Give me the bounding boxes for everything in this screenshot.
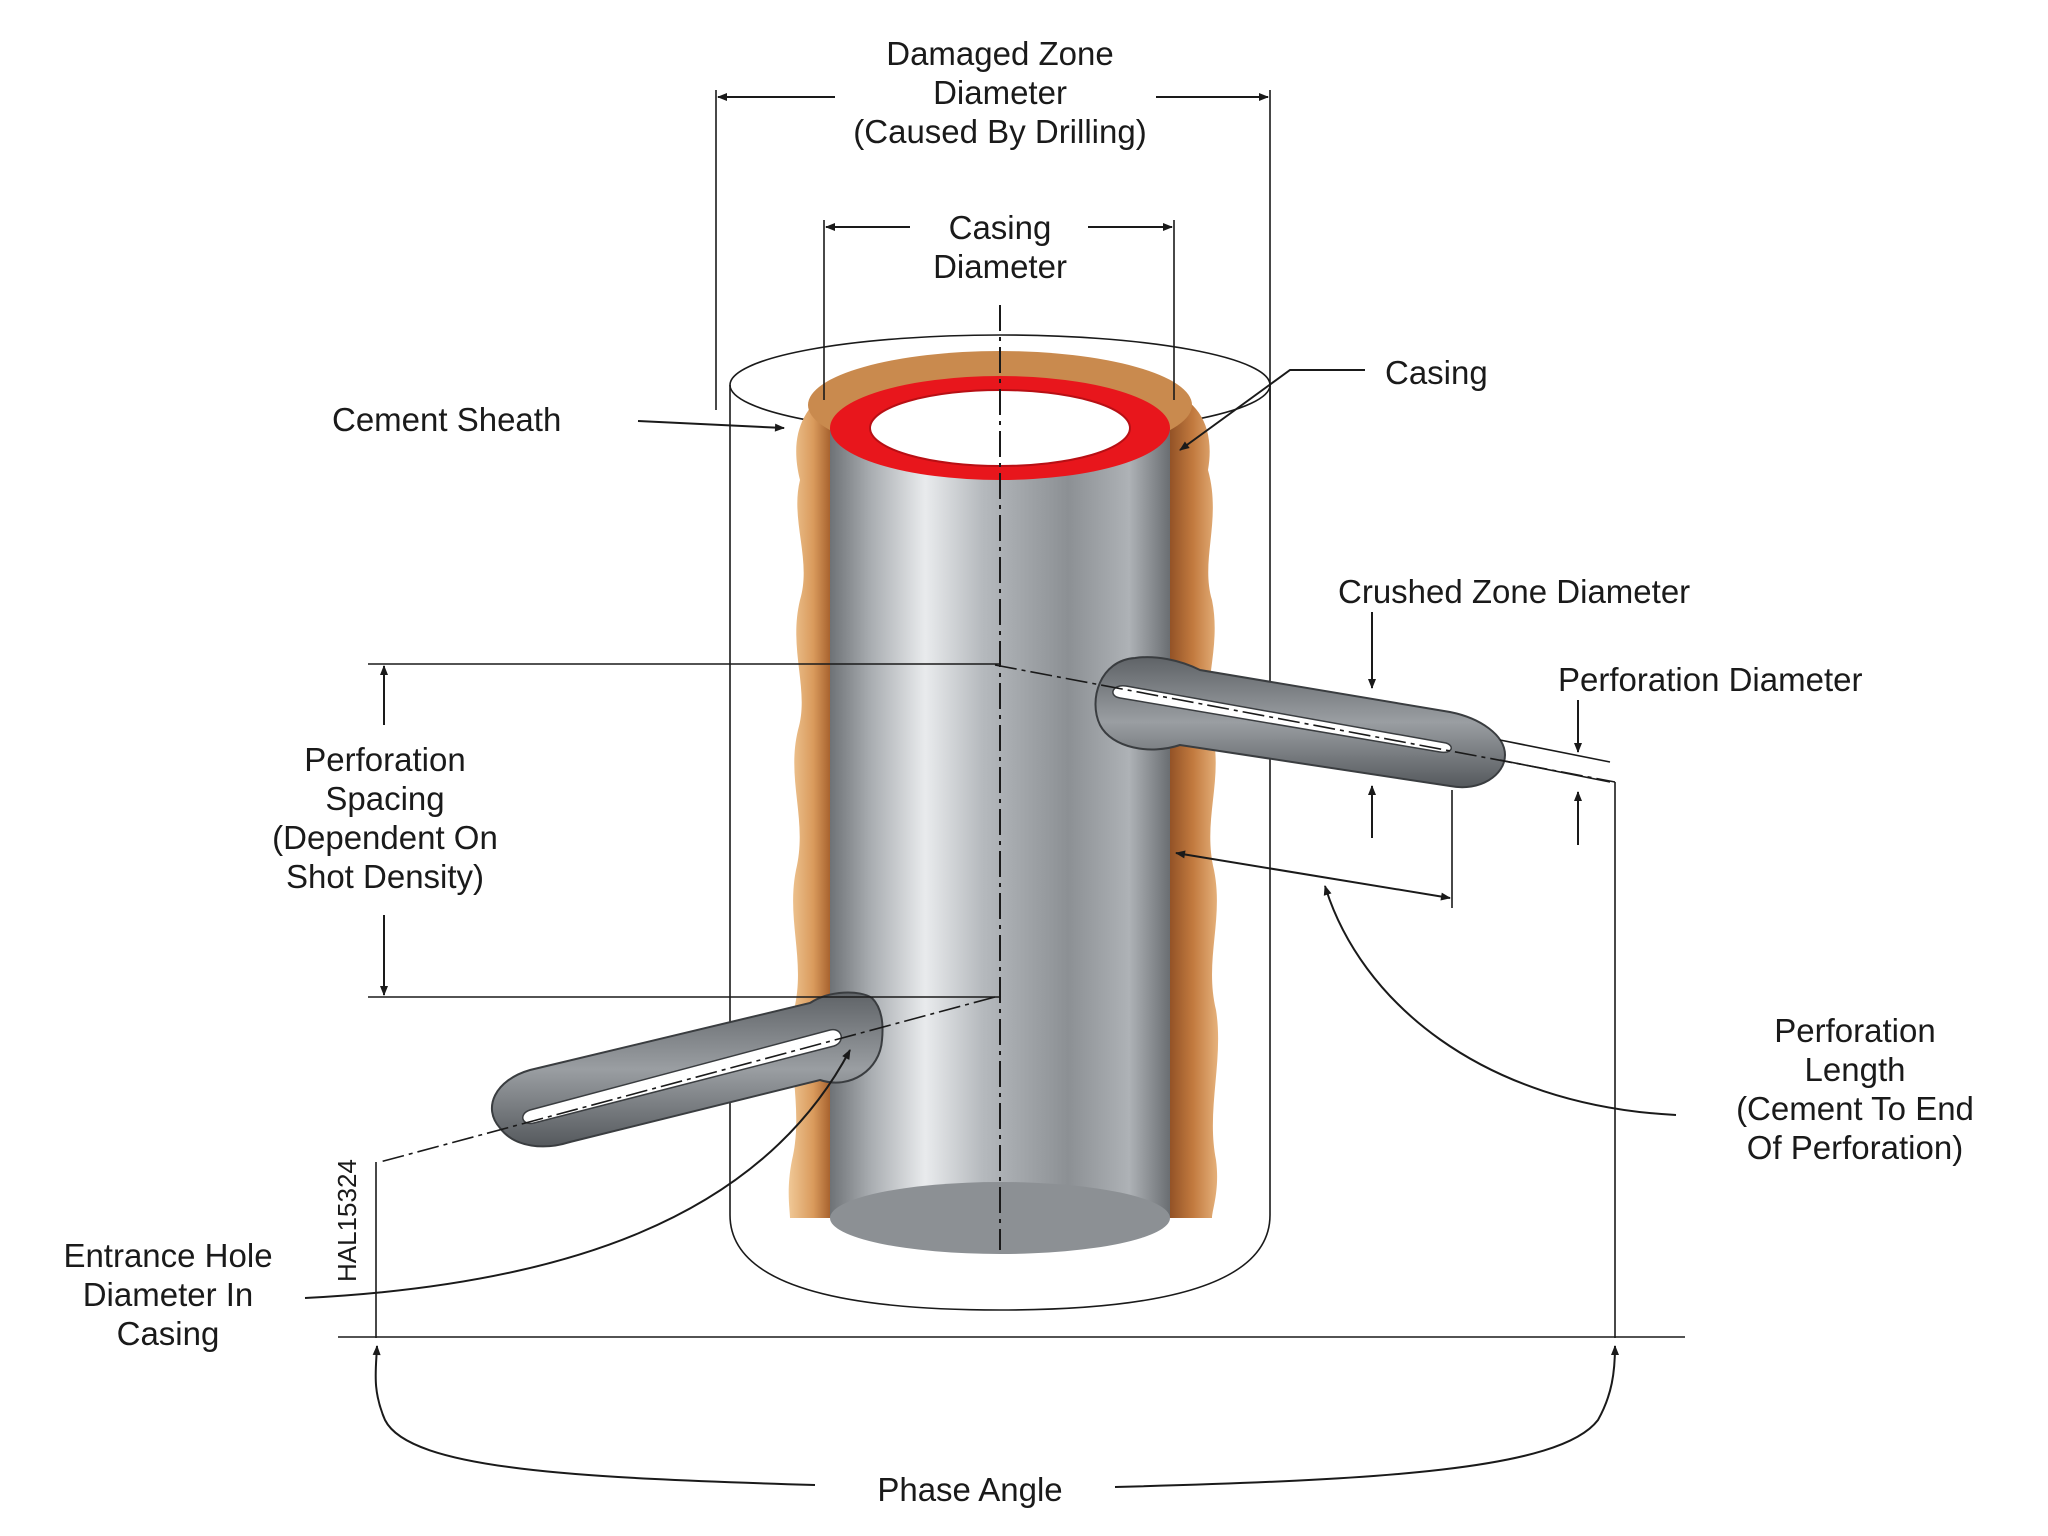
perforation-length-dimension	[1175, 790, 1677, 1116]
perforation-diameter-dimension	[1499, 700, 1611, 845]
perforation-spacing-dimension	[368, 663, 1000, 998]
phase-angle-construction	[338, 664, 1685, 1488]
cement-sheath-label: Cement Sheath	[332, 401, 562, 438]
entrance-hole-leader	[304, 1049, 851, 1299]
casing-label: Casing	[1385, 354, 1488, 391]
damaged-zone-label: Damaged Zone Diameter (Caused By Drillin…	[853, 35, 1147, 150]
casing-leader	[1179, 369, 1365, 451]
perforation-length-label: Perforation Length (Cement To End Of Per…	[1736, 1012, 1974, 1166]
lower-perforation-tunnel	[490, 991, 884, 1148]
casing-diameter-dimension	[823, 220, 1175, 400]
cement-sheath-leader	[637, 420, 785, 432]
casing-diameter-label: Casing Diameter	[933, 209, 1067, 285]
figure-code: HAL15324	[332, 1159, 362, 1282]
damaged-zone-dimension	[715, 90, 1271, 410]
entrance-hole-label: Entrance Hole Diameter In Casing	[63, 1237, 273, 1352]
phase-angle-label: Phase Angle	[877, 1471, 1063, 1508]
perforation-diameter-label: Perforation Diameter	[1558, 661, 1863, 698]
perforation-spacing-label: Perforation Spacing (Dependent On Shot D…	[272, 741, 498, 895]
crushed-zone-label: Crushed Zone Diameter	[1338, 573, 1691, 610]
